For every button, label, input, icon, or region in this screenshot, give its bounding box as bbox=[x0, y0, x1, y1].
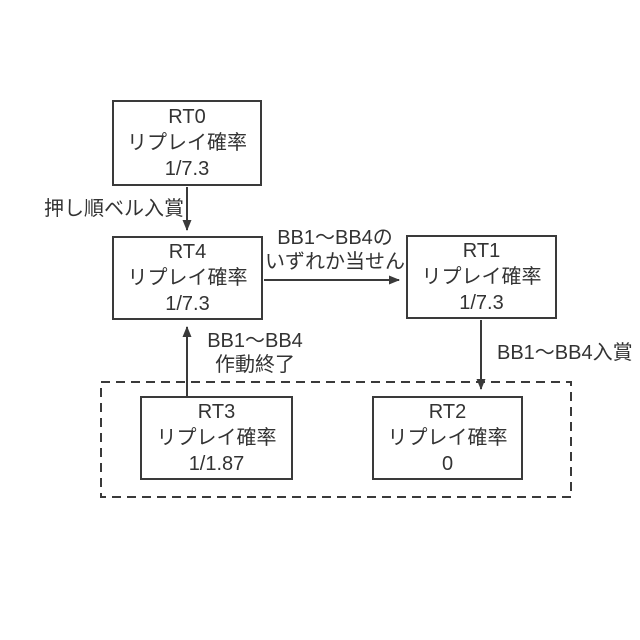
node-rt2-value: 0 bbox=[441, 453, 454, 475]
node-rt0-value: 1/7.3 bbox=[164, 158, 210, 180]
node-rt4-title: RT4 bbox=[168, 241, 207, 263]
node-rt2: RT2 リプレイ確率 0 bbox=[372, 396, 523, 480]
node-rt0-title: RT0 bbox=[168, 106, 206, 128]
node-rt1-value: 1/7.3 bbox=[459, 292, 504, 314]
edge-label-rt3-to-rt4-line2: 作動終了 bbox=[215, 354, 295, 376]
edge-label-rt1-to-rt2: BB1～BB4入賞 bbox=[497, 342, 633, 364]
edge-label-rt4-to-rt1-line2: いずれか当せん bbox=[265, 251, 405, 273]
bonus-group-dashed-frame bbox=[100, 381, 572, 498]
edge-label-rt3-to-rt4: BB1～BB4 作動終了 bbox=[200, 329, 310, 377]
node-rt3-label: リプレイ確率 bbox=[156, 427, 277, 449]
edge-label-rt4-to-rt1-line1: BB1～BB4の bbox=[277, 227, 393, 249]
node-rt4: RT4 リプレイ確率 1/7.3 bbox=[112, 236, 263, 320]
edge-label-rt0-to-rt4: 押し順ベル入賞 bbox=[44, 198, 184, 220]
node-rt1: RT1 リプレイ確率 1/7.3 bbox=[406, 235, 557, 319]
node-rt2-label: リプレイ確率 bbox=[387, 427, 508, 449]
edge-label-rt3-to-rt4-line1: BB1～BB4 bbox=[207, 330, 303, 352]
node-rt1-title: RT1 bbox=[462, 240, 501, 262]
node-rt3-value: 1/1.87 bbox=[188, 453, 245, 475]
node-rt3: RT3 リプレイ確率 1/1.87 bbox=[140, 396, 293, 480]
node-rt1-label: リプレイ確率 bbox=[421, 266, 542, 288]
node-rt0-label: リプレイ確率 bbox=[127, 132, 247, 154]
node-rt0: RT0 リプレイ確率 1/7.3 bbox=[112, 100, 262, 186]
edge-label-rt4-to-rt1: BB1～BB4の いずれか当せん bbox=[265, 226, 405, 274]
node-rt2-title: RT2 bbox=[428, 401, 467, 423]
node-rt4-label: リプレイ確率 bbox=[127, 267, 248, 289]
node-rt4-value: 1/7.3 bbox=[165, 293, 210, 315]
node-rt3-title: RT3 bbox=[197, 401, 236, 423]
